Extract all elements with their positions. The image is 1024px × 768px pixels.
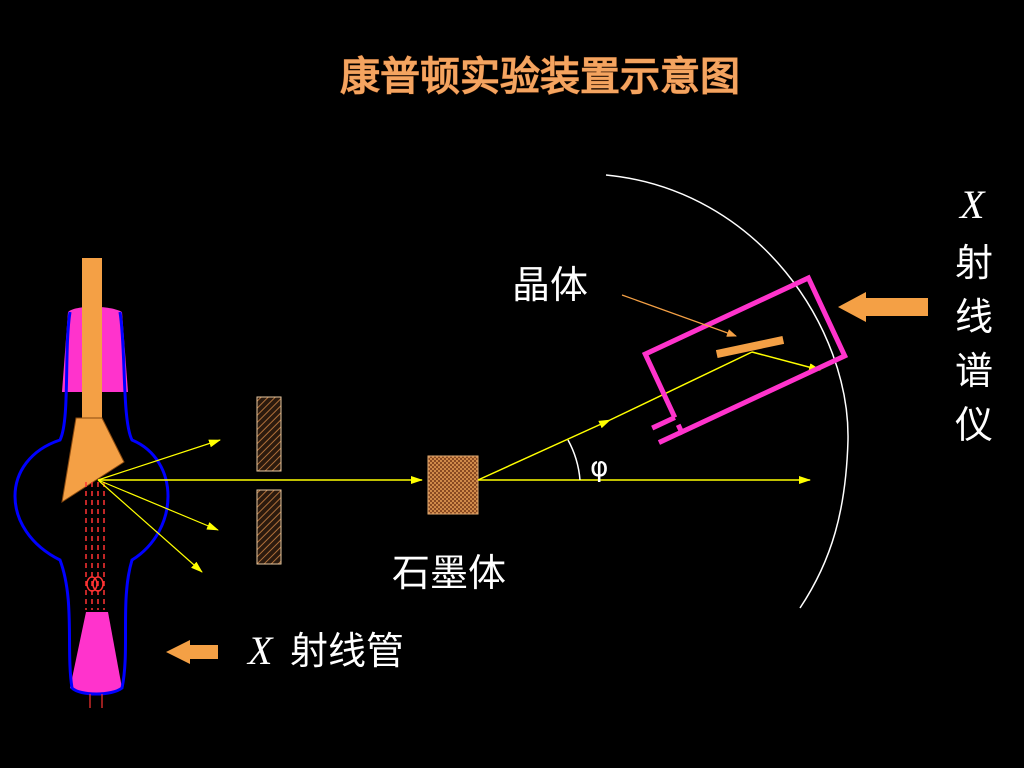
orange-arrow-icon [838,292,928,322]
crystal [715,336,785,358]
tube-glass-envelope [13,311,170,696]
tube-bottom-cap [70,612,122,694]
collimator-upper [256,396,282,472]
spectrometer-housing [641,274,849,445]
x-ray-tube [13,258,170,708]
filament-coil [86,576,104,592]
spectrometer-label-x: X [958,182,986,227]
orange-arrow-icon [166,640,218,664]
tube-label-x: X [246,628,274,673]
anode-rod [82,258,102,418]
crystal-label: 晶体 [512,263,588,307]
x-ray-fan [97,439,221,573]
spectrometer-label-char: 射 [955,241,993,285]
detector-track-arc [605,174,849,609]
graphite-label: 石墨体 [392,551,506,595]
scatter-angle-arc [567,439,581,481]
scatter-angle-label: φ [590,450,608,483]
collimator-lower [256,489,282,565]
anode-target [61,417,125,504]
graphite-scatterer [427,455,479,515]
tube-label-text: 射线管 [290,629,404,673]
diffracted-beam [751,351,821,372]
spectrometer-label-char: 谱 [955,349,993,393]
scattered-beam-arrow [477,419,611,481]
crystal-pointer [621,294,737,337]
scattered-beam [609,351,753,421]
page-title: 康普顿实验装置示意图 [340,53,740,100]
spectrometer-label-char: 线 [955,295,993,339]
spectrometer-label-char: 仪 [955,403,993,447]
